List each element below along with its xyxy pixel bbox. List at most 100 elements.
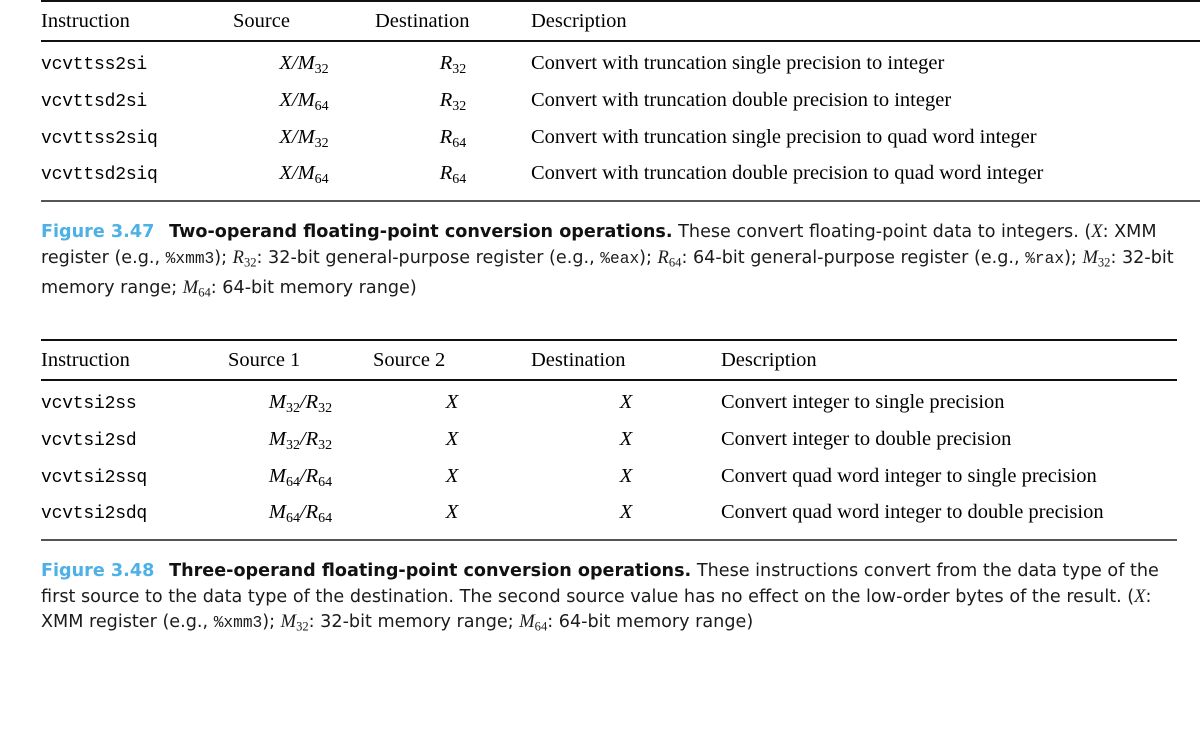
column-header-source-1: Source 1 [228, 349, 301, 371]
column-header-description: Description [531, 10, 627, 32]
cell-destination: X [619, 501, 633, 524]
figure-label: Figure 3.48 [41, 561, 155, 581]
column-header-source: Source [233, 10, 290, 32]
caption-body-7: ); [1064, 247, 1083, 268]
symbol-X: X [1134, 586, 1146, 607]
cell-description: Convert with truncation double precision… [531, 88, 952, 111]
caption-body-2: : XMM register (e.g., [41, 222, 1157, 268]
table-348-header: Instruction Source 1 Source 2 Destinatio… [41, 341, 1177, 379]
cell-source-1: M64/R64 [268, 501, 333, 526]
column-header-instruction: Instruction [41, 349, 130, 371]
caption-body-9: : 64-bit memory range) [210, 277, 417, 298]
cell-source-2: X [445, 427, 459, 450]
column-header-instruction: Instruction [41, 10, 130, 32]
figure-3-48: Instruction Source 1 Source 2 Destinatio… [0, 339, 1200, 640]
table-row: vcvttss2si X/M32 R32 Convert with trunca… [41, 48, 1200, 85]
cell-source: X/M32 [279, 125, 329, 151]
caption-body-4: : 32-bit general-purpose register (e.g., [256, 247, 601, 268]
cell-source-2: X [445, 501, 459, 524]
figure-title: Two-operand floating-point conversion op… [169, 222, 673, 242]
figure-3-47: Instruction Source Destination Descripti… [0, 0, 1200, 306]
figure-label: Figure 3.47 [41, 222, 155, 242]
cell-source-2: X [445, 391, 459, 413]
table-347-header-rule [41, 40, 1200, 42]
cell-destination: R64 [439, 162, 467, 187]
cell-instruction: vcvtsi2ss [41, 394, 137, 414]
symbol-M64: M64 [519, 612, 548, 634]
cell-source: X/M64 [279, 162, 329, 187]
register-rax: %rax [1025, 249, 1065, 268]
cell-description: Convert quad word integer to single prec… [721, 464, 1097, 487]
table-347-bottom-rule [41, 200, 1200, 202]
cell-destination: X [619, 391, 633, 413]
cell-source: X/M64 [279, 88, 329, 114]
symbol-M32: M32 [280, 612, 309, 634]
table-row: vcvttsd2si X/M64 R32 Convert with trunca… [41, 85, 1200, 122]
table-347-body: vcvttss2si X/M32 R32 Convert with trunca… [41, 48, 1200, 195]
symbol-M32: M32 [1082, 247, 1111, 269]
cell-destination: R64 [439, 125, 467, 151]
cell-instruction: vcvttss2si [41, 55, 148, 75]
table-348-body: vcvtsi2ss M32/R32 X X Convert integer to… [41, 387, 1177, 534]
table-348-header-rule [41, 379, 1177, 381]
table-348-header-row: Instruction Source 1 Source 2 Destinatio… [41, 341, 1177, 379]
cell-source-1: M32/R32 [268, 391, 333, 416]
table-row: vcvtsi2ssq M64/R64 X X Convert quad word… [41, 461, 1177, 498]
cell-description: Convert integer to single precision [721, 391, 1005, 413]
table-347-top-rule [41, 0, 1200, 2]
cell-description: Convert with truncation single precision… [531, 52, 945, 74]
cell-description: Convert integer to double precision [721, 427, 1012, 450]
caption-body-3: ); [262, 612, 281, 633]
table-347: Instruction Source Destination Descripti… [41, 2, 1200, 40]
cell-description: Convert with truncation single precision… [531, 125, 1037, 148]
table-row: vcvttss2siq X/M32 R64 Convert with trunc… [41, 122, 1200, 159]
caption-body-1: These convert floating-point data to int… [678, 222, 1092, 242]
cell-source-1: M32/R32 [268, 427, 333, 453]
figure-title: Three-operand floating-point conversion … [169, 561, 692, 581]
column-header-source-2: Source 2 [373, 349, 446, 371]
cell-instruction: vcvttsd2si [41, 91, 148, 112]
cell-source-2: X [445, 464, 459, 487]
cell-instruction: vcvtsi2sdq [41, 504, 148, 525]
cell-instruction: vcvttsd2siq [41, 165, 158, 186]
caption-body-8: : 32-bit memory range; [41, 247, 1174, 298]
cell-description: Convert with truncation double precision… [531, 162, 1044, 185]
caption-body-4: : 32-bit memory range; [308, 612, 520, 633]
caption-body-3: ); [214, 247, 233, 268]
table-348: Instruction Source 1 Source 2 Destinatio… [41, 341, 1177, 379]
cell-source-1: M64/R64 [268, 464, 333, 490]
table-347-header-row: Instruction Source Destination Descripti… [41, 2, 1200, 40]
table-348-top-rule [41, 339, 1177, 341]
cell-destination: X [619, 427, 633, 450]
symbol-X: X [1091, 222, 1103, 242]
table-row: vcvtsi2sdq M64/R64 X X Convert quad word… [41, 497, 1177, 534]
caption-body-5: ); [639, 247, 658, 268]
caption-body-6: : 64-bit general-purpose register (e.g., [681, 247, 1026, 268]
symbol-M64: M64 [182, 277, 211, 299]
figure-347-caption: Figure 3.47 Two-operand floating-point co… [41, 220, 1187, 306]
cell-instruction: vcvtsi2sd [41, 430, 137, 451]
cell-instruction: vcvttss2siq [41, 128, 158, 149]
column-header-destination: Destination [375, 10, 470, 32]
symbol-R32: R32 [232, 247, 257, 269]
register-xmm3: %xmm3 [165, 249, 215, 268]
cell-description: Convert quad word integer to double prec… [721, 501, 1104, 524]
register-eax: %eax [600, 249, 640, 268]
cell-destination: R32 [439, 52, 467, 77]
register-xmm3: %xmm3 [213, 614, 263, 633]
cell-destination: R32 [439, 88, 467, 114]
cell-source: X/M32 [279, 52, 329, 77]
symbol-R64: R64 [657, 247, 682, 269]
caption-body-1: These instructions convert from the data… [41, 561, 1159, 607]
table-348-bottom-rule [41, 539, 1177, 541]
table-row: vcvttsd2siq X/M64 R64 Convert with trunc… [41, 158, 1200, 195]
caption-body-5: : 64-bit memory range) [547, 612, 754, 633]
table-347-header: Instruction Source Destination Descripti… [41, 2, 1200, 40]
column-header-description: Description [721, 349, 817, 371]
table-row: vcvtsi2sd M32/R32 X X Convert integer to… [41, 424, 1177, 461]
caption-body-2: : XMM register (e.g., [41, 586, 1152, 633]
cell-destination: X [619, 464, 633, 487]
cell-instruction: vcvtsi2ssq [41, 467, 148, 488]
table-row: vcvtsi2ss M32/R32 X X Convert integer to… [41, 387, 1177, 424]
